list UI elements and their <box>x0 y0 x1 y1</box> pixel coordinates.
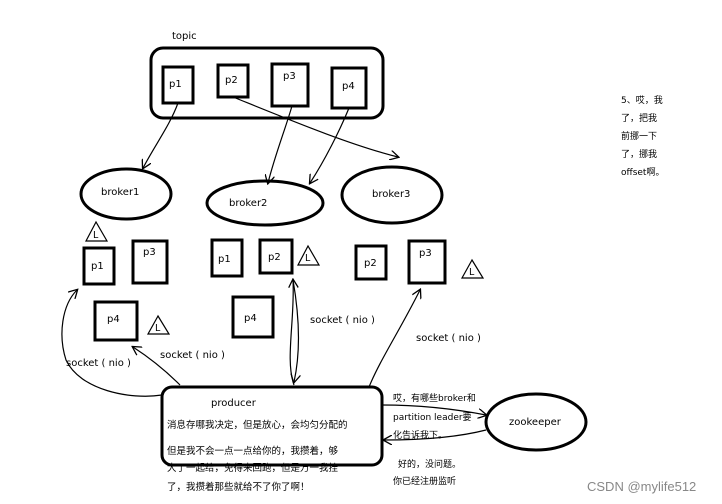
assignment-arrows <box>143 96 398 183</box>
leader-mark: L <box>155 323 161 334</box>
broker1-partition-label: p3 <box>143 247 156 258</box>
topic-partition-label: p4 <box>342 81 355 92</box>
broker3-partition-label: p2 <box>364 258 377 269</box>
socket-arrows <box>61 280 420 397</box>
leader-triangle-icon <box>85 220 485 335</box>
broker2-partition-p4 <box>231 295 275 339</box>
broker3-label: broker3 <box>372 189 411 200</box>
side-note-line: offset啊。 <box>621 168 665 178</box>
topic-partition-p3 <box>270 62 310 108</box>
side-note-line: 了，把我 <box>621 114 658 124</box>
zookeeper-reply-line: 好的，没问题。 <box>398 460 462 470</box>
broker1-partition-label: p4 <box>107 314 120 325</box>
leader-mark: L <box>305 253 311 264</box>
producer-note-line: 了，我攒着那些就给不了你了啊！ <box>167 482 310 493</box>
socket-label: socket ( nio ) <box>310 315 375 326</box>
broker2-partition-label: p4 <box>244 313 257 324</box>
topic-partition-label: p2 <box>225 75 238 86</box>
side-note-line: 5、哎，我 <box>621 96 663 106</box>
topic-label: topic <box>172 31 197 42</box>
zookeeper-request-line: 化告诉我下。 <box>393 431 448 441</box>
leader-mark: L <box>93 230 99 241</box>
producer-label: producer <box>211 398 256 409</box>
side-note-line: 了，挪我 <box>621 150 658 160</box>
broker3-partition-p3 <box>407 239 447 285</box>
zookeeper-request-line: 哎，有哪些broker和 <box>393 394 476 404</box>
broker2-partition-p2 <box>258 238 294 275</box>
producer-note-line: 消息存哪我决定，但是放心，会均匀分配的 <box>167 420 348 431</box>
zookeeper-request-line: partition leader要 <box>393 413 472 423</box>
side-note-line: 前挪一下 <box>621 132 658 142</box>
producer-note-line: 但是我不会一点一点给你的，我攒着，够 <box>167 446 339 457</box>
producer-note-line: 大了一起给，免得来回跑，但是万一我挂 <box>167 463 339 474</box>
zookeeper-label: zookeeper <box>509 417 561 428</box>
socket-label: socket ( nio ) <box>160 350 225 361</box>
broker3-partition-label: p3 <box>419 248 432 259</box>
broker1-partition-p3 <box>131 239 169 285</box>
broker2-label: broker2 <box>229 198 268 209</box>
zookeeper-reply-line: 你已经注册监听 <box>393 477 457 487</box>
socket-label: socket ( nio ) <box>416 333 481 344</box>
topic-partition-label: p3 <box>283 71 296 82</box>
leader-mark: L <box>469 267 475 278</box>
socket-label: socket ( nio ) <box>66 358 131 369</box>
broker3-partition-p2 <box>354 244 388 281</box>
broker2-partition-p1 <box>210 238 244 278</box>
broker1-label: broker1 <box>101 187 140 198</box>
broker1-node <box>79 167 173 221</box>
broker1-partition-p4 <box>93 300 139 342</box>
broker1-partition-p1 <box>82 246 116 286</box>
broker1-partition-label: p1 <box>91 261 104 272</box>
watermark-text: CSDN @mylife512 <box>587 479 697 494</box>
topic-box <box>149 46 385 120</box>
zookeeper-arrows <box>382 404 486 440</box>
topic-partition-label: p1 <box>169 79 182 90</box>
zookeeper-node <box>484 392 588 452</box>
producer-box <box>160 385 384 467</box>
broker2-partition-label: p2 <box>268 252 281 263</box>
broker2-partition-label: p1 <box>218 254 231 265</box>
broker3-node <box>340 165 444 225</box>
